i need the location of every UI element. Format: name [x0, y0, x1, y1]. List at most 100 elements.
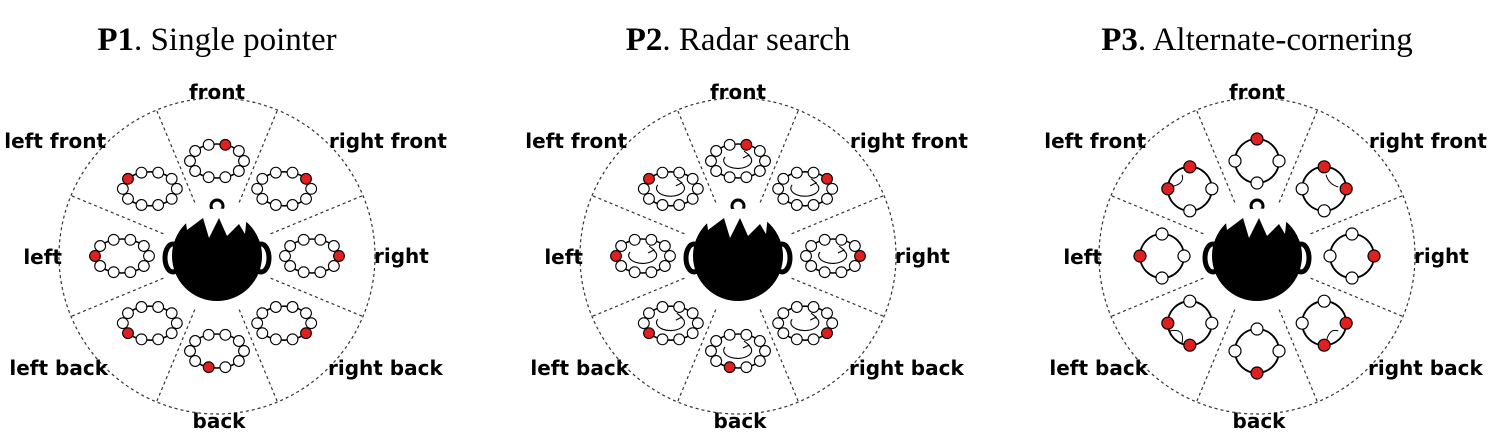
direction-label-right: right	[374, 244, 429, 268]
sector-divider	[1278, 109, 1319, 203]
sector-divider	[1195, 109, 1236, 203]
head-icon	[1202, 198, 1312, 301]
actuator-node	[805, 260, 818, 272]
actuator-pad-right	[800, 233, 866, 279]
active-actuator-node	[333, 250, 345, 262]
actuator-node	[1272, 154, 1286, 168]
rotation-arrow-icon	[655, 316, 685, 332]
actuator-node	[269, 333, 282, 346]
active-actuator-node	[122, 172, 134, 185]
actuator-node	[297, 266, 310, 279]
actuator-node	[107, 266, 120, 279]
actuator-pad-right-front	[1295, 160, 1353, 218]
rotation-arrow-icon	[628, 249, 658, 264]
sector-divider	[591, 277, 685, 318]
actuator-node	[772, 317, 785, 330]
actuator-node	[656, 199, 669, 211]
actuator-node	[124, 266, 137, 279]
active-actuator-node	[1339, 182, 1353, 196]
active-actuator-node	[1161, 182, 1175, 196]
actuator-node	[656, 301, 669, 313]
active-actuator-node	[1367, 249, 1381, 263]
actuator-node	[327, 260, 340, 272]
actuator-node	[628, 266, 641, 279]
actuator-node	[189, 335, 202, 347]
sector-divider	[70, 277, 164, 318]
actuator-node	[219, 328, 232, 341]
outer-dashed-circle	[1098, 97, 1416, 415]
actuator-node	[251, 317, 264, 330]
actuator-node	[184, 345, 196, 357]
actuator-node	[219, 361, 232, 374]
actuator-node	[723, 328, 736, 341]
active-actuator-node	[643, 327, 655, 340]
actuator-node	[238, 155, 250, 167]
actuator-node	[777, 327, 790, 340]
sector-divider	[270, 194, 364, 235]
actuator-node	[805, 240, 818, 252]
rotation-arrow-icon	[723, 344, 753, 359]
actuator-node	[256, 307, 269, 320]
actuator-node	[710, 165, 723, 177]
actuator-node	[170, 317, 183, 330]
actuator-node	[137, 260, 150, 272]
active-actuator-node	[740, 138, 753, 151]
actuator-node	[753, 165, 766, 177]
actuator-node	[165, 172, 178, 185]
actuator-node	[777, 192, 790, 205]
sector-divider	[1278, 309, 1319, 403]
panel-title-text: . Radar search	[662, 22, 850, 58]
actuator-node	[152, 333, 165, 346]
actuator-node	[753, 145, 766, 157]
actuator-node	[673, 166, 686, 179]
panel-title: P2. Radar search	[626, 22, 851, 58]
active-actuator-node	[854, 250, 866, 262]
panel-title-text: . Single pointer	[134, 22, 337, 58]
actuator-node	[256, 172, 269, 185]
actuator-node	[691, 182, 704, 195]
actuator-node	[1345, 271, 1359, 285]
actuator-pad-left-back	[1161, 294, 1219, 352]
actuator-node	[286, 166, 299, 179]
actuator-node	[327, 240, 340, 252]
actuator-node	[637, 317, 650, 330]
actuator-pad-right-back	[772, 301, 839, 346]
direction-label-right-front: right front	[850, 129, 968, 153]
direction-label-back: back	[193, 409, 247, 433]
direction-label-left-front: left front	[4, 129, 106, 153]
actuator-node	[686, 327, 699, 340]
actuator-node	[165, 307, 178, 320]
actuator-node	[135, 199, 148, 211]
actuator-node	[753, 355, 766, 367]
actuator-node	[656, 166, 669, 179]
actuator-node	[300, 307, 312, 320]
actuator-node	[691, 317, 704, 330]
sector-divider	[791, 194, 885, 235]
actuator-node	[284, 260, 297, 272]
actuator-node	[300, 192, 312, 205]
actuator-node	[656, 333, 669, 346]
actuator-node	[637, 182, 650, 195]
sector-divider	[238, 109, 279, 203]
direction-label-left: left	[544, 245, 583, 269]
direction-label-front: front	[710, 80, 767, 104]
actuator-node	[673, 301, 686, 313]
actuator-node	[256, 192, 269, 205]
actuator-node	[202, 171, 215, 184]
actuator-node	[94, 240, 107, 252]
active-actuator-node	[1339, 316, 1353, 330]
actuator-pad-left-back	[637, 301, 704, 346]
sector-divider	[759, 309, 800, 403]
actuator-node	[759, 345, 771, 357]
actuator-pad-right-front	[251, 166, 318, 211]
panel-title-id: P3	[1101, 22, 1138, 58]
actuator-node	[686, 307, 699, 320]
actuator-pad-front	[1228, 132, 1286, 190]
actuator-pad-left	[610, 233, 676, 279]
actuator-node	[800, 250, 812, 262]
actuator-node	[137, 240, 150, 252]
actuator-node	[251, 182, 264, 195]
actuator-node	[615, 240, 628, 252]
